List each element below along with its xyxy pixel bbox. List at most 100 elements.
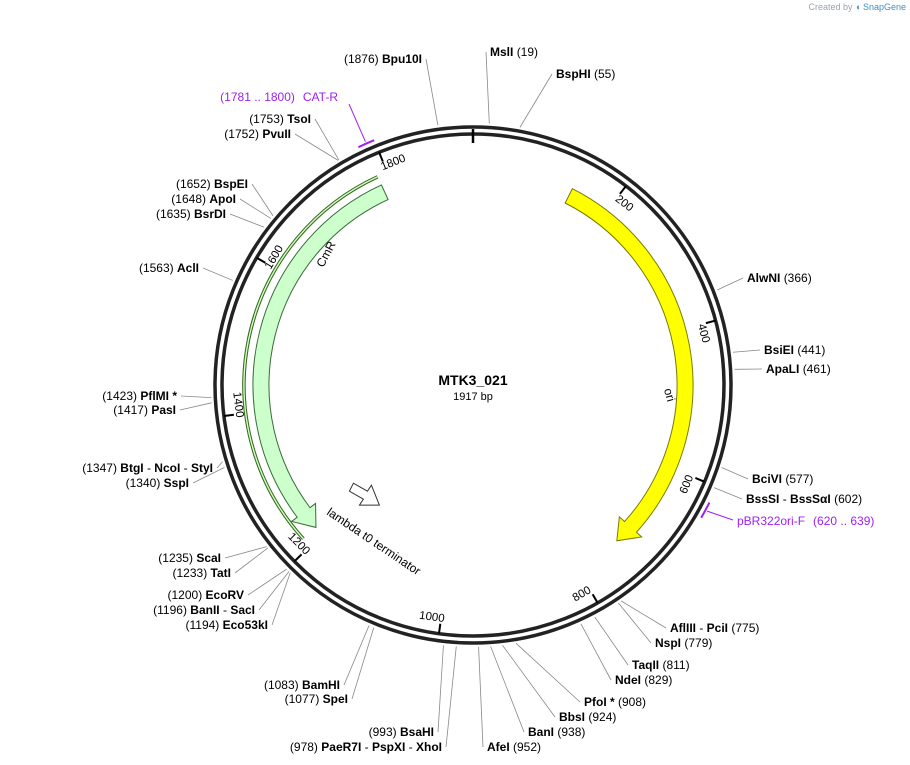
site-leader-line	[732, 349, 761, 353]
site-position: (1876)	[344, 52, 379, 66]
site-sspi[interactable]: (1340) SspI	[126, 467, 225, 490]
site-label: (1423) PflMI *	[102, 389, 177, 403]
terminator-arrow	[348, 482, 381, 506]
site-leader-line	[515, 643, 581, 703]
site-scai[interactable]: (1235) ScaI	[158, 546, 267, 565]
site-leader-line	[485, 51, 490, 124]
primer-label: pBR322ori-F(620 .. 639)	[737, 514, 874, 528]
primer-cat-r[interactable]: (1781 .. 1800)CAT-R	[220, 90, 375, 149]
site-bsiei[interactable]: BsiEI (441)	[732, 343, 825, 357]
site-label: PfoI * (908)	[584, 695, 646, 709]
feature-label: lambda t0 terminator	[324, 505, 423, 578]
site-enzyme-name: TaqII	[632, 658, 659, 672]
site-tsoi[interactable]: (1753) TsoI	[249, 112, 340, 161]
site-position: (441)	[797, 343, 825, 357]
site-pasi[interactable]: (1417) PasI	[113, 402, 212, 417]
scale-tick-label: 200	[613, 193, 636, 214]
site-msli[interactable]: MslI (19)	[485, 45, 538, 124]
site-position: (1194)	[185, 618, 219, 632]
site-leader-line	[258, 571, 290, 611]
site-bspei[interactable]: (1652) BspEI	[176, 177, 274, 216]
primer-binding-mark	[700, 502, 711, 519]
site-btgi[interactable]: (1347) BtgI - NcoI - StyI	[82, 461, 223, 475]
site-bsrdi[interactable]: (1635) BsrDI	[156, 207, 265, 228]
primer-pbr322ori-f[interactable]: pBR322ori-F(620 .. 639)	[700, 502, 874, 528]
site-bsssi[interactable]: BssSI - BssSαI (602)	[713, 487, 862, 506]
site-enzyme-name: AlwNI	[747, 271, 780, 285]
site-label: (993) BsaHI	[369, 725, 434, 739]
site-bamhi[interactable]: (1083) BamHI	[264, 625, 370, 692]
site-label: (1635) BsrDI	[156, 207, 226, 221]
site-leader-line	[179, 402, 212, 411]
site-position: (1235)	[158, 551, 193, 565]
site-enzyme-name: SacI	[230, 603, 255, 617]
site-leader-line	[229, 213, 265, 228]
restriction-sites-layer: MslI (19)BspHI (55) AlwNI (366) BsiEI (441…	[82, 45, 862, 754]
site-enzyme-name: BanI	[528, 725, 554, 739]
site-leader-line	[271, 572, 291, 626]
site-eco53ki[interactable]: (1194) Eco53kI	[185, 572, 291, 632]
site-bsphi[interactable]: BspHI (55)	[519, 67, 615, 128]
site-bsahi[interactable]: (993) BsaHI	[369, 645, 444, 739]
site-ndei[interactable]: NdeI (829)	[580, 623, 672, 687]
primers-layer: (1781 .. 1800)CAT-R pBR322ori-F(620 .. 63…	[220, 90, 874, 528]
site-tati[interactable]: (1233) TatI	[173, 547, 269, 580]
site-nspi[interactable]: NspI (779)	[618, 602, 712, 650]
site-position: (1340)	[126, 476, 161, 490]
site-position: (1753)	[249, 112, 284, 126]
site-position: (366)	[784, 271, 812, 285]
site-paer7i[interactable]: (978) PaeR7I - PspXI - XhoI	[290, 646, 457, 754]
site-position: (1196)	[153, 603, 187, 617]
site-afei[interactable]: AfeI (952)	[478, 646, 541, 754]
site-position: (1417)	[113, 403, 148, 417]
site-bani[interactable]: BanI (938)	[490, 646, 586, 739]
site-position: (577)	[785, 472, 813, 486]
site-label: (1077) SpeI	[285, 692, 348, 706]
site-label: BsiEI (441)	[764, 343, 825, 357]
site-label: TaqII (811)	[632, 658, 690, 672]
site-position: (952)	[513, 740, 541, 754]
site-enzyme-name: PaeR7I	[321, 740, 361, 754]
site-spei[interactable]: (1077) SpeI	[285, 627, 375, 706]
feature-ori[interactable]: ori	[564, 188, 694, 542]
site-leader-line	[580, 623, 612, 681]
plasmid-length: 1917 bp	[453, 391, 493, 403]
site-position: (908)	[618, 695, 646, 709]
site-bcivi[interactable]: BciVI (577)	[721, 467, 814, 486]
site-label: (1194) Eco53kI	[185, 618, 268, 632]
scale-tick-label: 1400	[230, 391, 245, 418]
primer-name: CAT-R	[303, 90, 338, 104]
site-pflmi[interactable]: (1423) PflMI *	[102, 389, 212, 403]
site-pvuii[interactable]: (1752) PvuII	[224, 127, 339, 161]
site-banii[interactable]: (1196) BanII - SacI	[153, 571, 290, 617]
site-position: (1083)	[264, 678, 299, 692]
site-position: (775)	[731, 621, 759, 635]
site-enzyme-name: BtgI	[120, 461, 143, 475]
site-position: (1648)	[171, 192, 206, 206]
site-enzyme-name: Eco53kI	[223, 618, 268, 632]
feature-lambda-t0-terminator[interactable]: lambda t0 terminator	[324, 482, 423, 578]
site-apoi[interactable]: (1648) ApoI	[171, 192, 271, 219]
site-taqii[interactable]: TaqII (811)	[594, 616, 690, 672]
site-ecorv[interactable]: (1200) EcoRV	[168, 568, 287, 602]
site-bbsi[interactable]: BbsI (924)	[502, 645, 617, 724]
site-enzyme-name: PflMI *	[140, 389, 177, 403]
primer-label: (1781 .. 1800)CAT-R	[220, 90, 338, 104]
site-position: (461)	[803, 362, 831, 376]
site-pfoi[interactable]: PfoI * (908)	[515, 643, 646, 709]
site-leader-line	[721, 467, 749, 480]
site-label: NdeI (829)	[615, 673, 672, 687]
scale-tick-label: 800	[571, 584, 594, 604]
primer-leader	[348, 103, 366, 142]
site-afliii[interactable]: AflIII - PciI (775)	[621, 600, 759, 635]
site-enzyme-name: PspXI	[372, 740, 405, 754]
scale-tick-label: 1800	[379, 153, 407, 174]
site-alwni[interactable]: AlwNI (366)	[716, 271, 812, 291]
site-acli[interactable]: (1563) AclI	[139, 261, 233, 281]
site-bpu10i[interactable]: (1876) Bpu10I	[344, 52, 439, 126]
site-apali[interactable]: ApaLI (461)	[734, 362, 831, 376]
site-enzyme-name: BsrDI	[194, 207, 226, 221]
site-label: (1083) BamHI	[264, 678, 340, 692]
outer-strand	[213, 125, 733, 645]
site-leader-line	[713, 487, 743, 500]
